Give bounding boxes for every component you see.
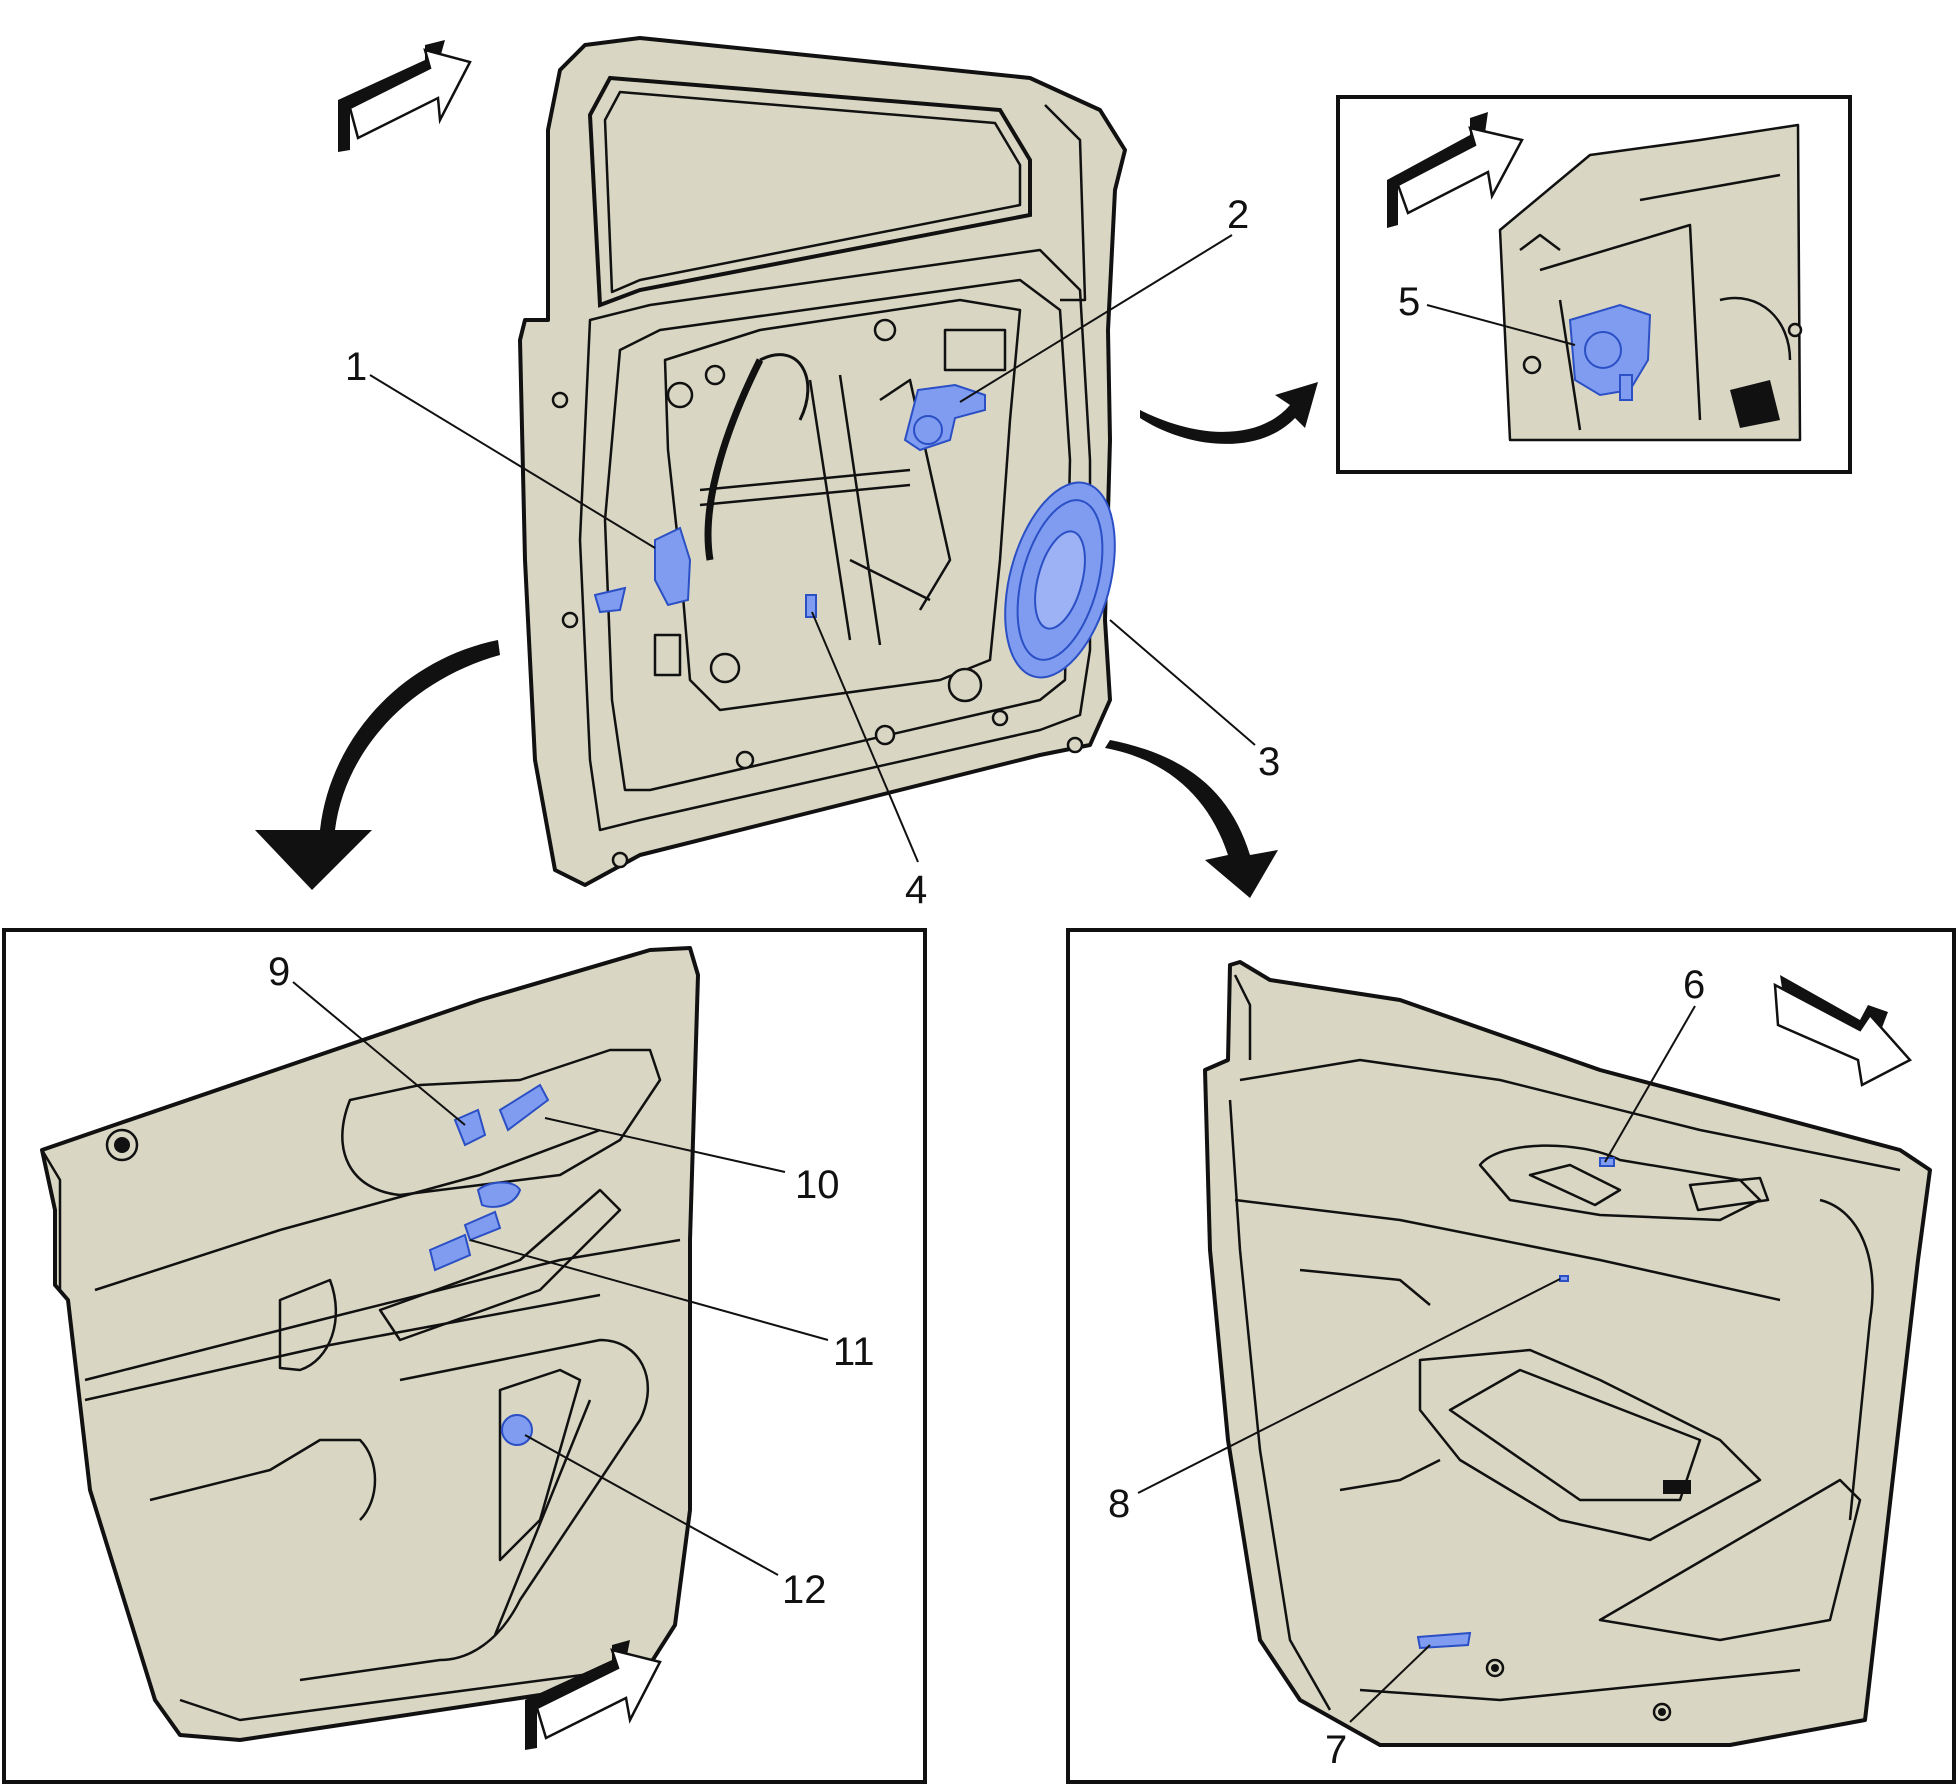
svg-text:1: 1 — [345, 345, 367, 389]
component-1-highlight — [593, 526, 692, 614]
inset-trim-panel-outer: 6 7 8 — [1066, 928, 1956, 1784]
component-3-speaker — [1004, 481, 1116, 679]
component-5-window-motor — [1568, 303, 1652, 401]
inset-window-motor-view: 5 — [1336, 95, 1852, 474]
svg-text:9: 9 — [268, 950, 290, 994]
callout-1: 1 — [345, 345, 656, 549]
callout-5: 5 — [1398, 280, 1576, 346]
svg-text:3: 3 — [1258, 740, 1280, 784]
component-12-button — [501, 1414, 533, 1446]
component-10-switch — [498, 1083, 550, 1132]
view-transition-arrow-icon — [255, 382, 1318, 898]
svg-text:6: 6 — [1683, 963, 1705, 1007]
svg-text:10: 10 — [795, 1163, 840, 1207]
svg-text:2: 2 — [1227, 193, 1249, 237]
inset-trim-panel-inner: 9 10 11 12 — [2, 928, 927, 1784]
callout-11: 11 — [469, 1239, 875, 1374]
callout-3: 3 — [1109, 619, 1280, 784]
component-8-highlight — [1559, 1275, 1569, 1282]
callout-8: 8 — [1108, 1278, 1561, 1526]
component-2-window-motor — [903, 383, 986, 452]
component-9-switch — [453, 1108, 487, 1147]
callout-7: 7 — [1325, 1644, 1431, 1772]
front-direction-arrow-icon — [338, 40, 472, 152]
inset-left-front-arrow-icon — [525, 1640, 662, 1750]
callout-6: 6 — [1604, 963, 1705, 1163]
component-7-reflector — [1416, 1631, 1472, 1650]
svg-text:8: 8 — [1108, 1482, 1130, 1526]
svg-text:7: 7 — [1325, 1728, 1347, 1772]
callout-10: 10 — [544, 1117, 840, 1207]
door-inner-frame — [518, 36, 1127, 887]
svg-text:11: 11 — [833, 1330, 875, 1374]
callout-4: 4 — [811, 611, 927, 912]
callout-2: 2 — [959, 193, 1249, 403]
component-4-highlight — [805, 594, 817, 618]
callout-12: 12 — [524, 1434, 827, 1612]
svg-text:4: 4 — [905, 868, 927, 912]
component-11-window-switches — [428, 1181, 522, 1272]
svg-text:12: 12 — [782, 1568, 827, 1612]
inset-right-front-arrow-icon — [1773, 975, 1912, 1087]
svg-text:5: 5 — [1398, 280, 1420, 324]
callout-9: 9 — [268, 950, 466, 1126]
inset-front-arrow-icon — [1387, 112, 1524, 228]
